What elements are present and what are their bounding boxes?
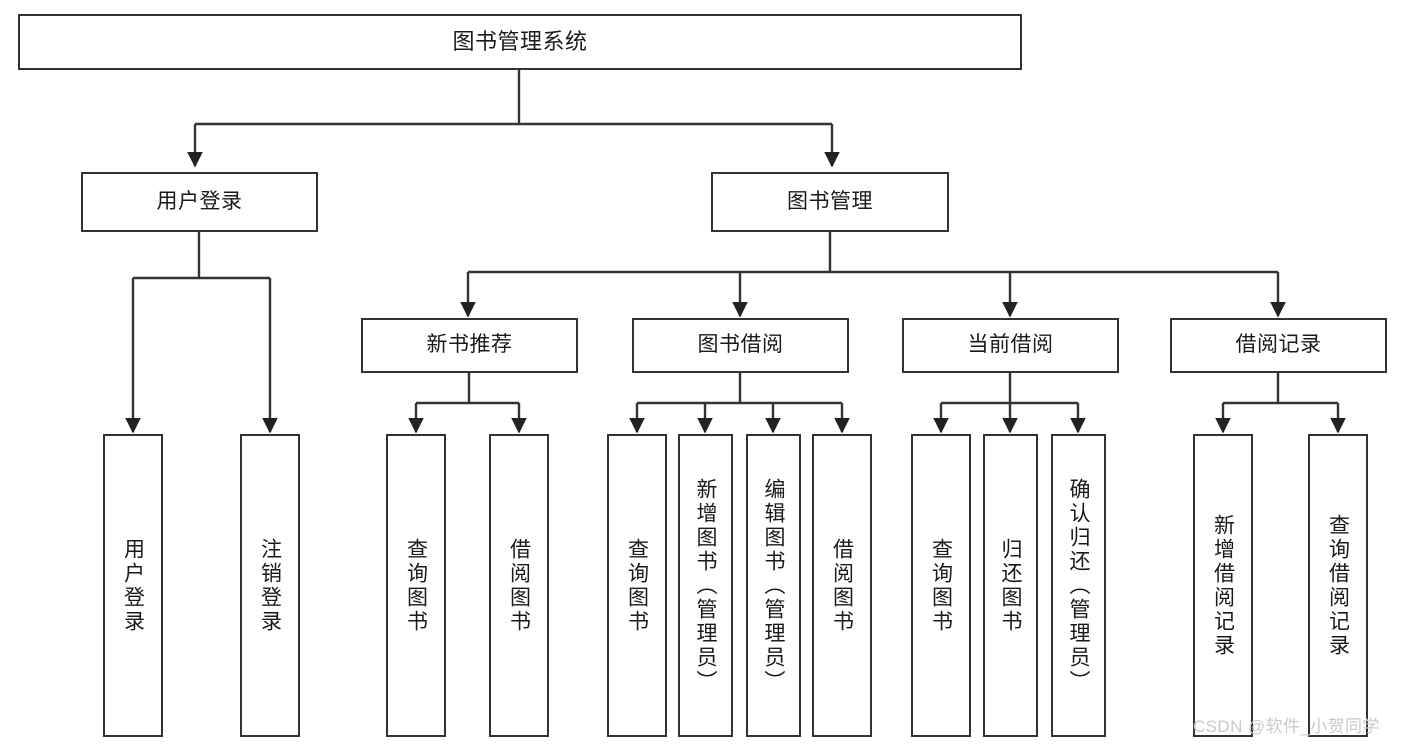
node-label: 新增借阅记录 bbox=[1211, 513, 1235, 658]
leaf-add-book-admin[interactable]: 新增图书（管理员） bbox=[678, 434, 733, 737]
node-label: 借阅图书 bbox=[830, 537, 854, 634]
node-label: 图书管理系统 bbox=[452, 29, 588, 55]
leaf-return-book[interactable]: 归还图书 bbox=[983, 434, 1038, 737]
node-current-borrow[interactable]: 当前借阅 bbox=[902, 318, 1119, 373]
node-new-book-recommendation[interactable]: 新书推荐 bbox=[361, 318, 578, 373]
node-label: 查询借阅记录 bbox=[1326, 513, 1350, 658]
leaf-confirm-return-admin[interactable]: 确认归还（管理员） bbox=[1051, 434, 1106, 737]
node-user-login[interactable]: 用户登录 bbox=[81, 172, 318, 232]
node-label: 归还图书 bbox=[999, 537, 1022, 634]
node-borrow-record[interactable]: 借阅记录 bbox=[1170, 318, 1387, 373]
node-label: 查询图书 bbox=[625, 537, 649, 634]
node-label: 借阅记录 bbox=[1235, 333, 1322, 357]
node-label: 查询图书 bbox=[929, 537, 953, 634]
node-label: 新增图书（管理员） bbox=[694, 477, 717, 694]
node-book-management[interactable]: 图书管理 bbox=[711, 172, 949, 232]
node-label: 用户登录 bbox=[156, 189, 243, 213]
node-label: 借阅图书 bbox=[507, 537, 531, 634]
node-label: 注销登录 bbox=[258, 537, 282, 634]
node-label: 编辑图书（管理员） bbox=[762, 477, 785, 694]
node-book-borrow[interactable]: 图书借阅 bbox=[632, 318, 849, 373]
node-label: 当前借阅 bbox=[967, 333, 1054, 357]
leaf-query-book-current[interactable]: 查询图书 bbox=[911, 434, 971, 737]
node-label: 图书管理 bbox=[787, 189, 873, 213]
node-root-book-management-system[interactable]: 图书管理系统 bbox=[18, 14, 1022, 70]
leaf-query-borrow-record[interactable]: 查询借阅记录 bbox=[1308, 434, 1368, 737]
leaf-query-book-recommend[interactable]: 查询图书 bbox=[386, 434, 446, 737]
node-label: 用户登录 bbox=[121, 537, 145, 634]
watermark: CSDN @软件_小贺同学 bbox=[1193, 717, 1380, 736]
leaf-borrow-book[interactable]: 借阅图书 bbox=[812, 434, 872, 737]
leaf-query-book-borrow[interactable]: 查询图书 bbox=[607, 434, 667, 737]
leaf-logout[interactable]: 注销登录 bbox=[240, 434, 300, 737]
leaf-add-borrow-record[interactable]: 新增借阅记录 bbox=[1193, 434, 1253, 737]
leaf-edit-book-admin[interactable]: 编辑图书（管理员） bbox=[746, 434, 801, 737]
leaf-borrow-book-recommend[interactable]: 借阅图书 bbox=[489, 434, 549, 737]
node-label: 新书推荐 bbox=[426, 333, 513, 357]
node-label: 查询图书 bbox=[404, 537, 428, 634]
leaf-user-login[interactable]: 用户登录 bbox=[103, 434, 163, 737]
node-label: 确认归还（管理员） bbox=[1067, 477, 1090, 694]
node-label: 图书借阅 bbox=[697, 333, 784, 357]
